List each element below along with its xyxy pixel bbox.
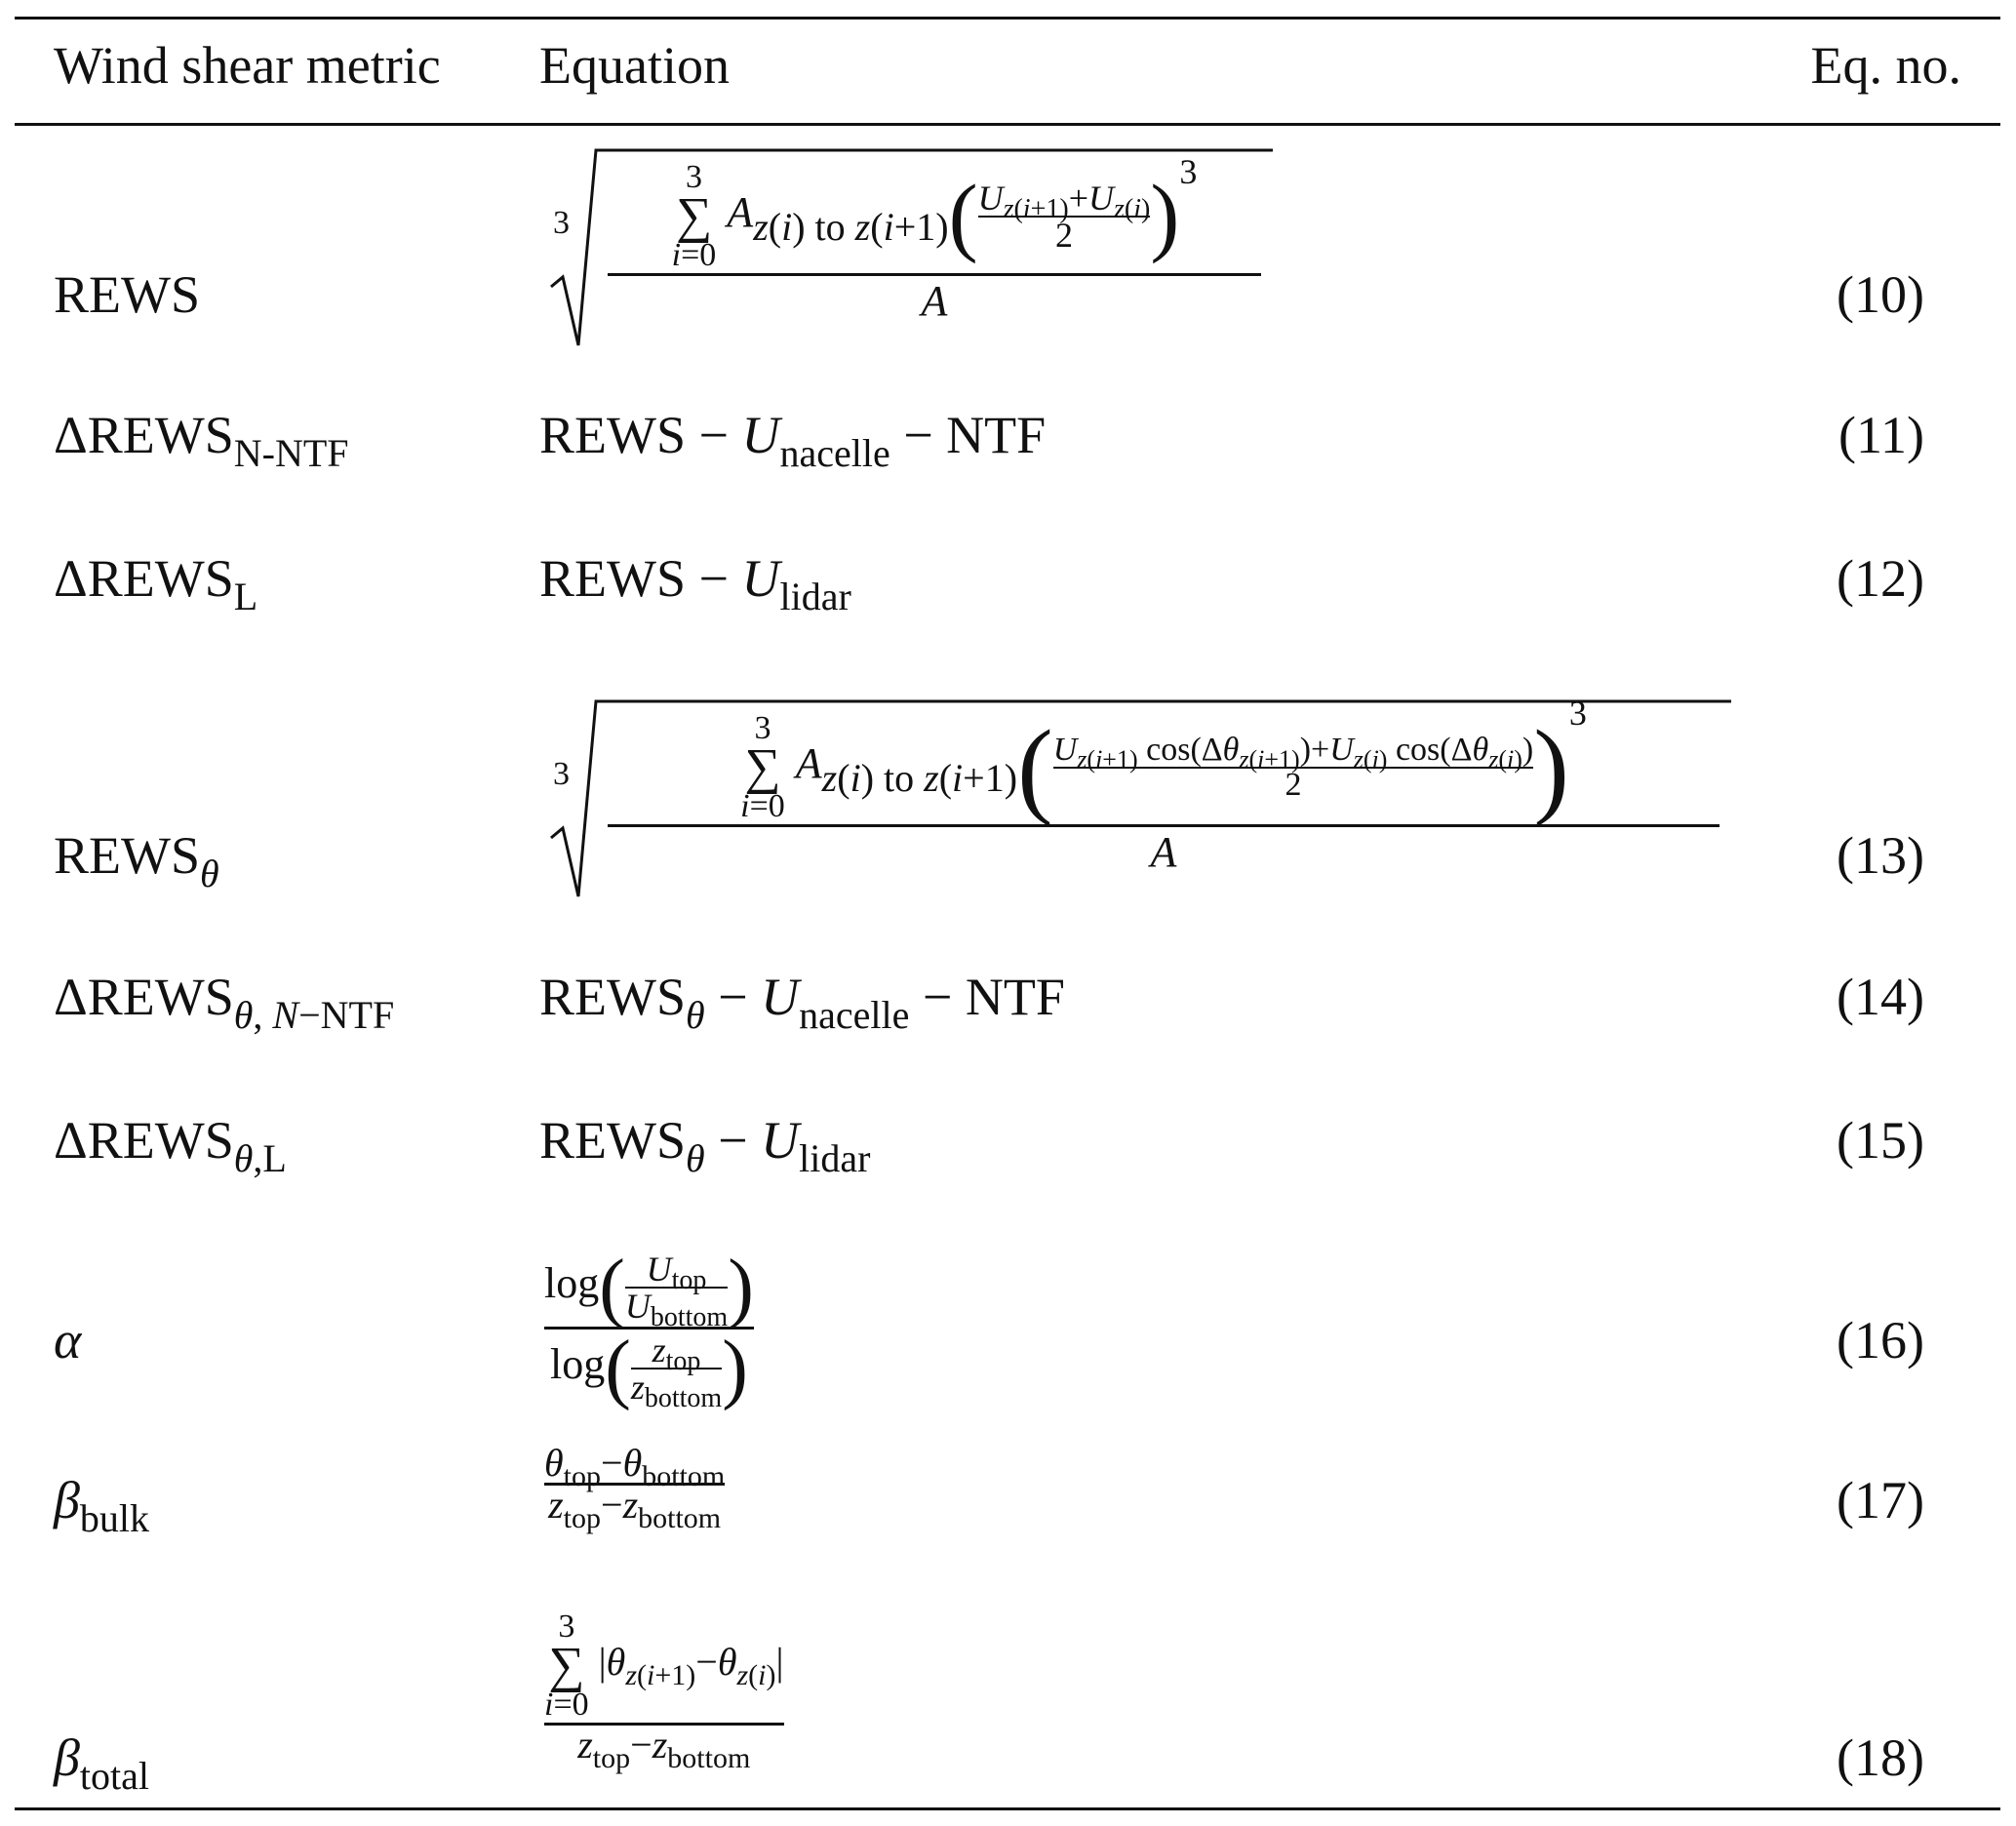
table-row: REWS 3 3∑i=0 Az(i) to z(i+1)(Uz(i+1)+Uz(… — [0, 137, 2016, 371]
metric-delta-rews-l: ΔREWSL — [54, 549, 258, 618]
table-row: ΔREWSN-NTF REWS − Unacelle − NTF (11) — [0, 404, 2016, 475]
equation-delta-rews-theta-n-ntf: REWSθ − Unacelle − NTF — [539, 968, 1065, 1037]
eq-no-16: (16) — [1837, 1311, 1924, 1370]
header-equation: Equation — [539, 36, 730, 95]
eq-no-12: (12) — [1837, 549, 1924, 608]
table-row: βtotal 3∑i=0 |θz(i+1)−θz(i)| ztop−zbotto… — [0, 1608, 2016, 1798]
metric-beta-total: βtotal — [54, 1728, 149, 1798]
eq-no-13: (13) — [1837, 826, 1924, 885]
metric-alpha: α — [54, 1311, 82, 1370]
equation-beta-bulk: θtop−θbottom ztop−zbottom — [544, 1441, 726, 1534]
header-metric: Wind shear metric — [54, 36, 441, 95]
table-row: ΔREWSθ, N−NTF REWSθ − Unacelle − NTF (14… — [0, 966, 2016, 1037]
table-header-rule — [15, 123, 2000, 126]
metric-rews-theta: REWSθ — [54, 826, 219, 895]
header-eq-no: Eq. no. — [1810, 36, 1962, 95]
radical-sign — [550, 148, 1273, 346]
equation-rews: 3 3∑i=0 Az(i) to z(i+1)(Uz(i+1)+Uz(i)2)3… — [539, 140, 1281, 355]
metric-delta-rews-n-ntf: ΔREWSN-NTF — [54, 406, 349, 475]
table-bottom-rule — [15, 1807, 2000, 1810]
table-row: ΔREWSθ,L REWSθ − Ulidar (15) — [0, 1109, 2016, 1180]
eq-no-10: (10) — [1837, 265, 1924, 324]
table-top-rule — [15, 17, 2000, 20]
metric-beta-bulk: βbulk — [54, 1471, 150, 1540]
table-row: ΔREWSL REWS − Ulidar (12) — [0, 547, 2016, 618]
equation-rews-theta: 3 3∑i=0 Az(i) to z(i+1)(Uz(i+1) cos(Δθz(… — [539, 692, 1739, 906]
metric-delta-rews-theta-n-ntf: ΔREWSθ, N−NTF — [54, 968, 395, 1037]
radical-sign — [550, 699, 1731, 897]
eq-no-14: (14) — [1837, 968, 1924, 1026]
table-row: βbulk θtop−θbottom ztop−zbottom (17) — [0, 1444, 2016, 1551]
eq-no-18: (18) — [1837, 1728, 1924, 1787]
eq-no-11: (11) — [1838, 406, 1924, 464]
eq-no-15: (15) — [1837, 1111, 1924, 1170]
equation-delta-rews-theta-l: REWSθ − Ulidar — [539, 1111, 871, 1180]
eq-no-17: (17) — [1837, 1471, 1924, 1529]
equation-beta-total: 3∑i=0 |θz(i+1)−θz(i)| ztop−zbottom — [544, 1608, 784, 1774]
equation-delta-rews-l: REWS − Ulidar — [539, 549, 851, 618]
table-row: REWSθ 3 3∑i=0 Az(i) to z(i+1)(Uz(i+1) co… — [0, 688, 2016, 922]
metric-rews: REWS — [54, 265, 201, 324]
equation-delta-rews-n-ntf: REWS − Unacelle − NTF — [539, 406, 1047, 475]
metric-delta-rews-theta-l: ΔREWSθ,L — [54, 1111, 287, 1180]
